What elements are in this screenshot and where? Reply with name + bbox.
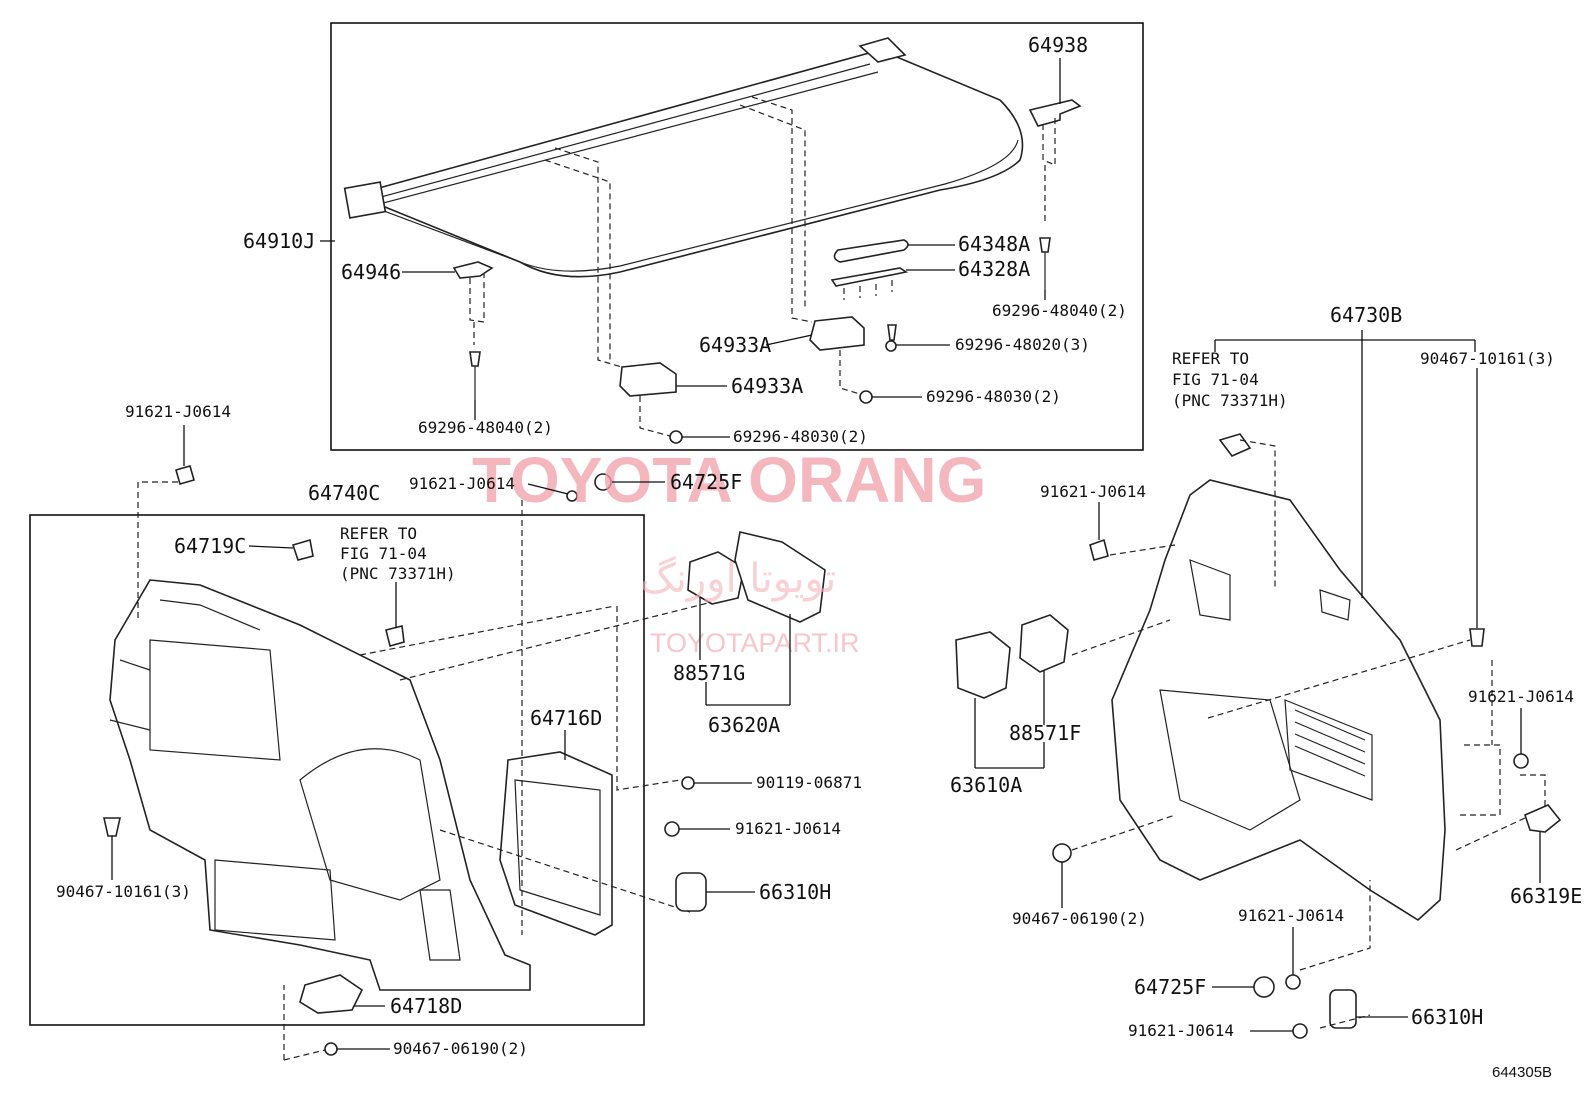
bracket-64719C: [291, 538, 314, 561]
pad-64348A: [833, 239, 909, 263]
diagram-id: 644305B: [1492, 1064, 1552, 1081]
watermark-url: TOYOTAPART.IR: [650, 628, 860, 658]
label-69296-48040-left: 69296-48040(2): [418, 418, 553, 437]
label-63620A: 63620A: [708, 713, 780, 737]
label-88571F: 88571F: [1009, 721, 1081, 745]
tonneau-cover-assembly: [343, 37, 1024, 369]
label-91621-mid: 91621-J0614: [409, 474, 515, 493]
clip-64725F-top: [594, 473, 612, 491]
label-64348A: 64348A: [958, 232, 1030, 256]
bolt-91621-right-top: [1089, 538, 1109, 561]
clip-73371H-left: [385, 625, 405, 647]
bracket-64938: [1028, 99, 1082, 127]
clip-90467-06190-right: [1052, 843, 1072, 863]
bolt-91621-right-side: [1513, 753, 1529, 769]
label-90467-10161-right: 90467-10161(3): [1420, 349, 1555, 368]
label-69296-48030-right: 69296-48030(2): [926, 387, 1061, 406]
label-91621-right-last: 91621-J0614: [1128, 1021, 1234, 1040]
bezel-63620A: [734, 531, 826, 623]
label-66319E: 66319E: [1510, 884, 1582, 908]
label-64718D: 64718D: [390, 994, 462, 1018]
board-64716D: [499, 751, 613, 936]
label-64946: 64946: [341, 260, 401, 284]
pad-64328A: [830, 267, 909, 287]
label-90467-06190-right: 90467-06190(2): [1012, 909, 1147, 928]
note-refer-right-2: FIG 71-04: [1172, 370, 1259, 389]
note-refer-right-1: REFER TO: [1172, 349, 1249, 368]
label-91621-right-top: 91621-J0614: [1040, 482, 1146, 501]
grille-88571F: [1019, 614, 1069, 673]
label-66310H-right: 66310H: [1411, 1005, 1483, 1029]
right-quarter-trim: [1111, 479, 1446, 921]
bolt-91621-center: [664, 821, 680, 837]
screw-69296-48020: [885, 324, 897, 352]
note-refer-left-3: (PNC 73371H): [340, 564, 456, 583]
label-90467-06190-left: 90467-06190(2): [393, 1039, 528, 1058]
bolt-91621-top-left: [175, 465, 195, 485]
label-69296-48040-right: 69296-48040(2): [992, 301, 1127, 320]
clip-90467-10161-left: [103, 817, 121, 837]
clip-90467-10161-right: [1469, 628, 1485, 647]
label-64716D: 64716D: [530, 706, 602, 730]
label-90467-10161-left: 90467-10161(3): [56, 882, 191, 901]
cover-holder-left: [619, 362, 677, 397]
label-64910J: 64910J: [243, 229, 315, 253]
label-64328A: 64328A: [958, 257, 1030, 281]
note-refer-left-1: REFER TO: [340, 524, 417, 543]
note-refer-left-2: FIG 71-04: [340, 544, 427, 563]
label-64730B: 64730B: [1330, 303, 1402, 327]
screw-69296-48030-right: [859, 390, 873, 404]
screw-90119-06871: [681, 776, 695, 790]
screw-69296-48040-left: [469, 351, 481, 400]
bracket-64946: [452, 261, 494, 279]
label-64725F-bottom: 64725F: [1134, 975, 1206, 999]
label-64740C: 64740C: [308, 481, 380, 505]
bezel-63610A: [955, 631, 1011, 699]
label-63610A: 63610A: [950, 773, 1022, 797]
label-66310H-left: 66310H: [759, 880, 831, 904]
tonneau-cover-frame: [330, 22, 1144, 451]
label-91621-right-side: 91621-J0614: [1468, 687, 1574, 706]
label-91621-right-bottom: 91621-J0614: [1238, 906, 1344, 925]
label-88571G: 88571G: [673, 661, 745, 685]
cover-66310H-right: [1329, 989, 1357, 1029]
cover-66310H-left: [675, 872, 707, 912]
watermark-persian: تویوتا اورنگ: [640, 556, 836, 602]
label-90119-06871: 90119-06871: [756, 773, 862, 792]
bolt-91621-right-bottom: [1285, 974, 1301, 990]
screw-69296-48030-left: [669, 430, 683, 444]
watermark-brand: TOYOTA ORANG: [472, 444, 986, 516]
bolt-91621-right-last: [1292, 1023, 1308, 1039]
label-91621-top-left: 91621-J0614: [125, 402, 231, 421]
note-refer-right-3: (PNC 73371H): [1172, 391, 1288, 410]
label-69296-48020: 69296-48020(3): [955, 335, 1090, 354]
label-64938: 64938: [1028, 33, 1088, 57]
clip-64725F-bottom: [1253, 976, 1275, 998]
clip-73371H-right: [1218, 433, 1252, 457]
label-64933A-left: 64933A: [731, 374, 803, 398]
cover-holder-right: [809, 316, 865, 351]
cover-64718D: [299, 974, 364, 1014]
bolt-91621-mid: [566, 490, 578, 502]
label-64725F-top: 64725F: [670, 470, 742, 494]
label-64933A-right: 64933A: [699, 333, 771, 357]
left-quarter-trim: [109, 579, 531, 991]
label-69296-48030-left: 69296-48030(2): [733, 427, 868, 446]
label-91621-center: 91621-J0614: [735, 819, 841, 838]
screw-69296-48040-right: [1039, 237, 1051, 290]
clip-90467-06190-left: [324, 1042, 338, 1056]
grille-88571G: [687, 551, 745, 605]
left-trim-frame: [29, 514, 645, 1026]
label-64719C: 64719C: [174, 534, 246, 558]
clip-66319E: [1524, 804, 1562, 833]
